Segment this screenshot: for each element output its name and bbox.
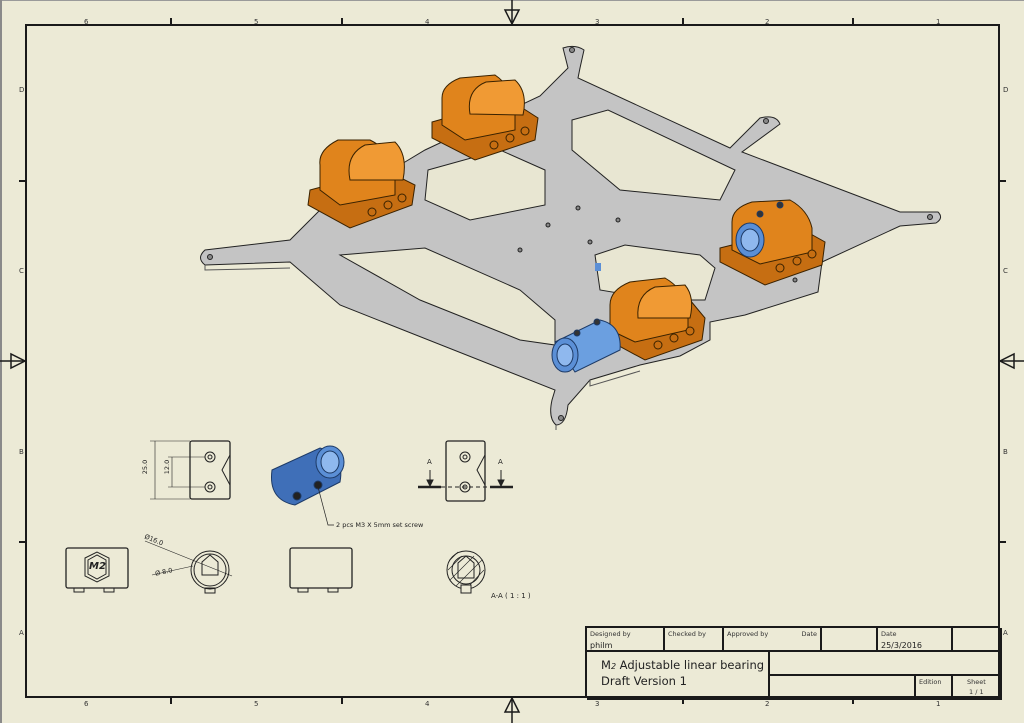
sheet-label: Sheet xyxy=(967,678,986,686)
carrier-plate xyxy=(200,45,942,430)
column-label-3-bottom: 3 xyxy=(595,700,600,708)
title-rest: Adjustable linear bearing xyxy=(616,658,765,672)
border-tick xyxy=(341,18,343,24)
linear-bearing-1 xyxy=(551,318,621,373)
bearing-holder-3 xyxy=(607,277,706,361)
row-label-a: A xyxy=(19,629,24,637)
section-view-label: A-A ( 1 : 1 ) xyxy=(491,592,531,600)
border-tick xyxy=(170,18,172,24)
date-label: Date xyxy=(881,630,897,638)
row-label-b: B xyxy=(19,448,24,456)
row-label-a-right: A xyxy=(1003,629,1008,637)
border-tick xyxy=(19,180,25,182)
sheet-cell: Sheet 1 / 1 xyxy=(953,676,1002,700)
checked-by-label: Checked by xyxy=(668,630,706,638)
blank-title-cell xyxy=(770,652,1002,676)
border-tick xyxy=(341,698,343,704)
title-block: Designed by philm Checked by Approved by… xyxy=(585,626,1002,700)
column-label-5-bottom: 5 xyxy=(254,700,259,708)
border-tick xyxy=(1000,180,1006,182)
title-subscript: 2 xyxy=(610,662,617,671)
edition-label: Edition xyxy=(919,678,942,686)
column-label-2: 2 xyxy=(765,18,770,26)
column-label-4-bottom: 4 xyxy=(425,700,430,708)
border-tick xyxy=(1000,541,1006,543)
bearing-holder-2 xyxy=(431,74,539,161)
side-view-logo xyxy=(65,547,129,593)
designed-by-label: Designed by xyxy=(590,630,631,638)
date-cell: Date 25/3/2016 xyxy=(878,628,953,652)
border-tick xyxy=(852,698,854,704)
checked-by-cell: Checked by xyxy=(665,628,724,652)
row-label-c: C xyxy=(19,267,24,275)
designed-by-cell: Designed by philm xyxy=(587,628,665,652)
border-tick xyxy=(19,541,25,543)
column-label-1: 1 xyxy=(936,18,941,26)
dim-spacing-label: 12.0 xyxy=(163,459,172,475)
set-screw-callout: 2 pcs M3 X 5mm set screw xyxy=(336,521,424,529)
title-prefix: M xyxy=(601,658,611,672)
blank-lower-cell xyxy=(770,676,916,700)
section-label-right: A xyxy=(498,458,503,466)
section-label-left: A xyxy=(427,458,432,466)
end-view xyxy=(144,540,233,594)
m2-logo: M2 xyxy=(89,561,106,572)
section-marker-view xyxy=(418,440,513,502)
column-label-6: 6 xyxy=(84,18,89,26)
row-label-b-right: B xyxy=(1003,448,1008,456)
bearing-holder-1 xyxy=(307,139,416,229)
approved-by-cell: Approved by Date xyxy=(724,628,822,652)
edition-cell: Edition xyxy=(916,676,953,700)
column-label-2-bottom: 2 xyxy=(765,700,770,708)
border-tick xyxy=(682,698,684,704)
section-view xyxy=(446,550,486,594)
approved-date-label: Date xyxy=(801,630,817,638)
border-tick xyxy=(682,18,684,24)
date-value: 25/3/2016 xyxy=(881,641,923,650)
front-view xyxy=(150,440,231,500)
row-label-d: D xyxy=(19,86,25,94)
blank-cell xyxy=(953,628,1002,652)
column-label-3: 3 xyxy=(595,18,600,26)
border-tick xyxy=(852,18,854,24)
iso-bearing xyxy=(270,445,345,506)
column-label-1-bottom: 1 xyxy=(936,700,941,708)
column-label-4: 4 xyxy=(425,18,430,26)
column-label-5: 5 xyxy=(254,18,259,26)
approved-by-label: Approved by xyxy=(727,630,769,638)
linear-bearing-2 xyxy=(735,201,784,258)
row-label-c-right: C xyxy=(1003,267,1008,275)
hidden-bearing-edge xyxy=(595,263,601,271)
border-tick xyxy=(170,698,172,704)
side-view-plain xyxy=(289,547,353,593)
designed-by-value: philm xyxy=(590,641,613,650)
column-label-6-bottom: 6 xyxy=(84,700,89,708)
row-label-d-right: D xyxy=(1003,86,1009,94)
drawing-title: M2 Adjustable linear bearing Draft Versi… xyxy=(601,658,764,688)
dim-height-label: 25.0 xyxy=(141,459,150,475)
title-line-2: Draft Version 1 xyxy=(601,674,687,688)
title-cell: M2 Adjustable linear bearing Draft Versi… xyxy=(587,652,770,700)
approved-date-cell xyxy=(822,628,878,652)
sheet-value: 1 / 1 xyxy=(969,688,984,696)
